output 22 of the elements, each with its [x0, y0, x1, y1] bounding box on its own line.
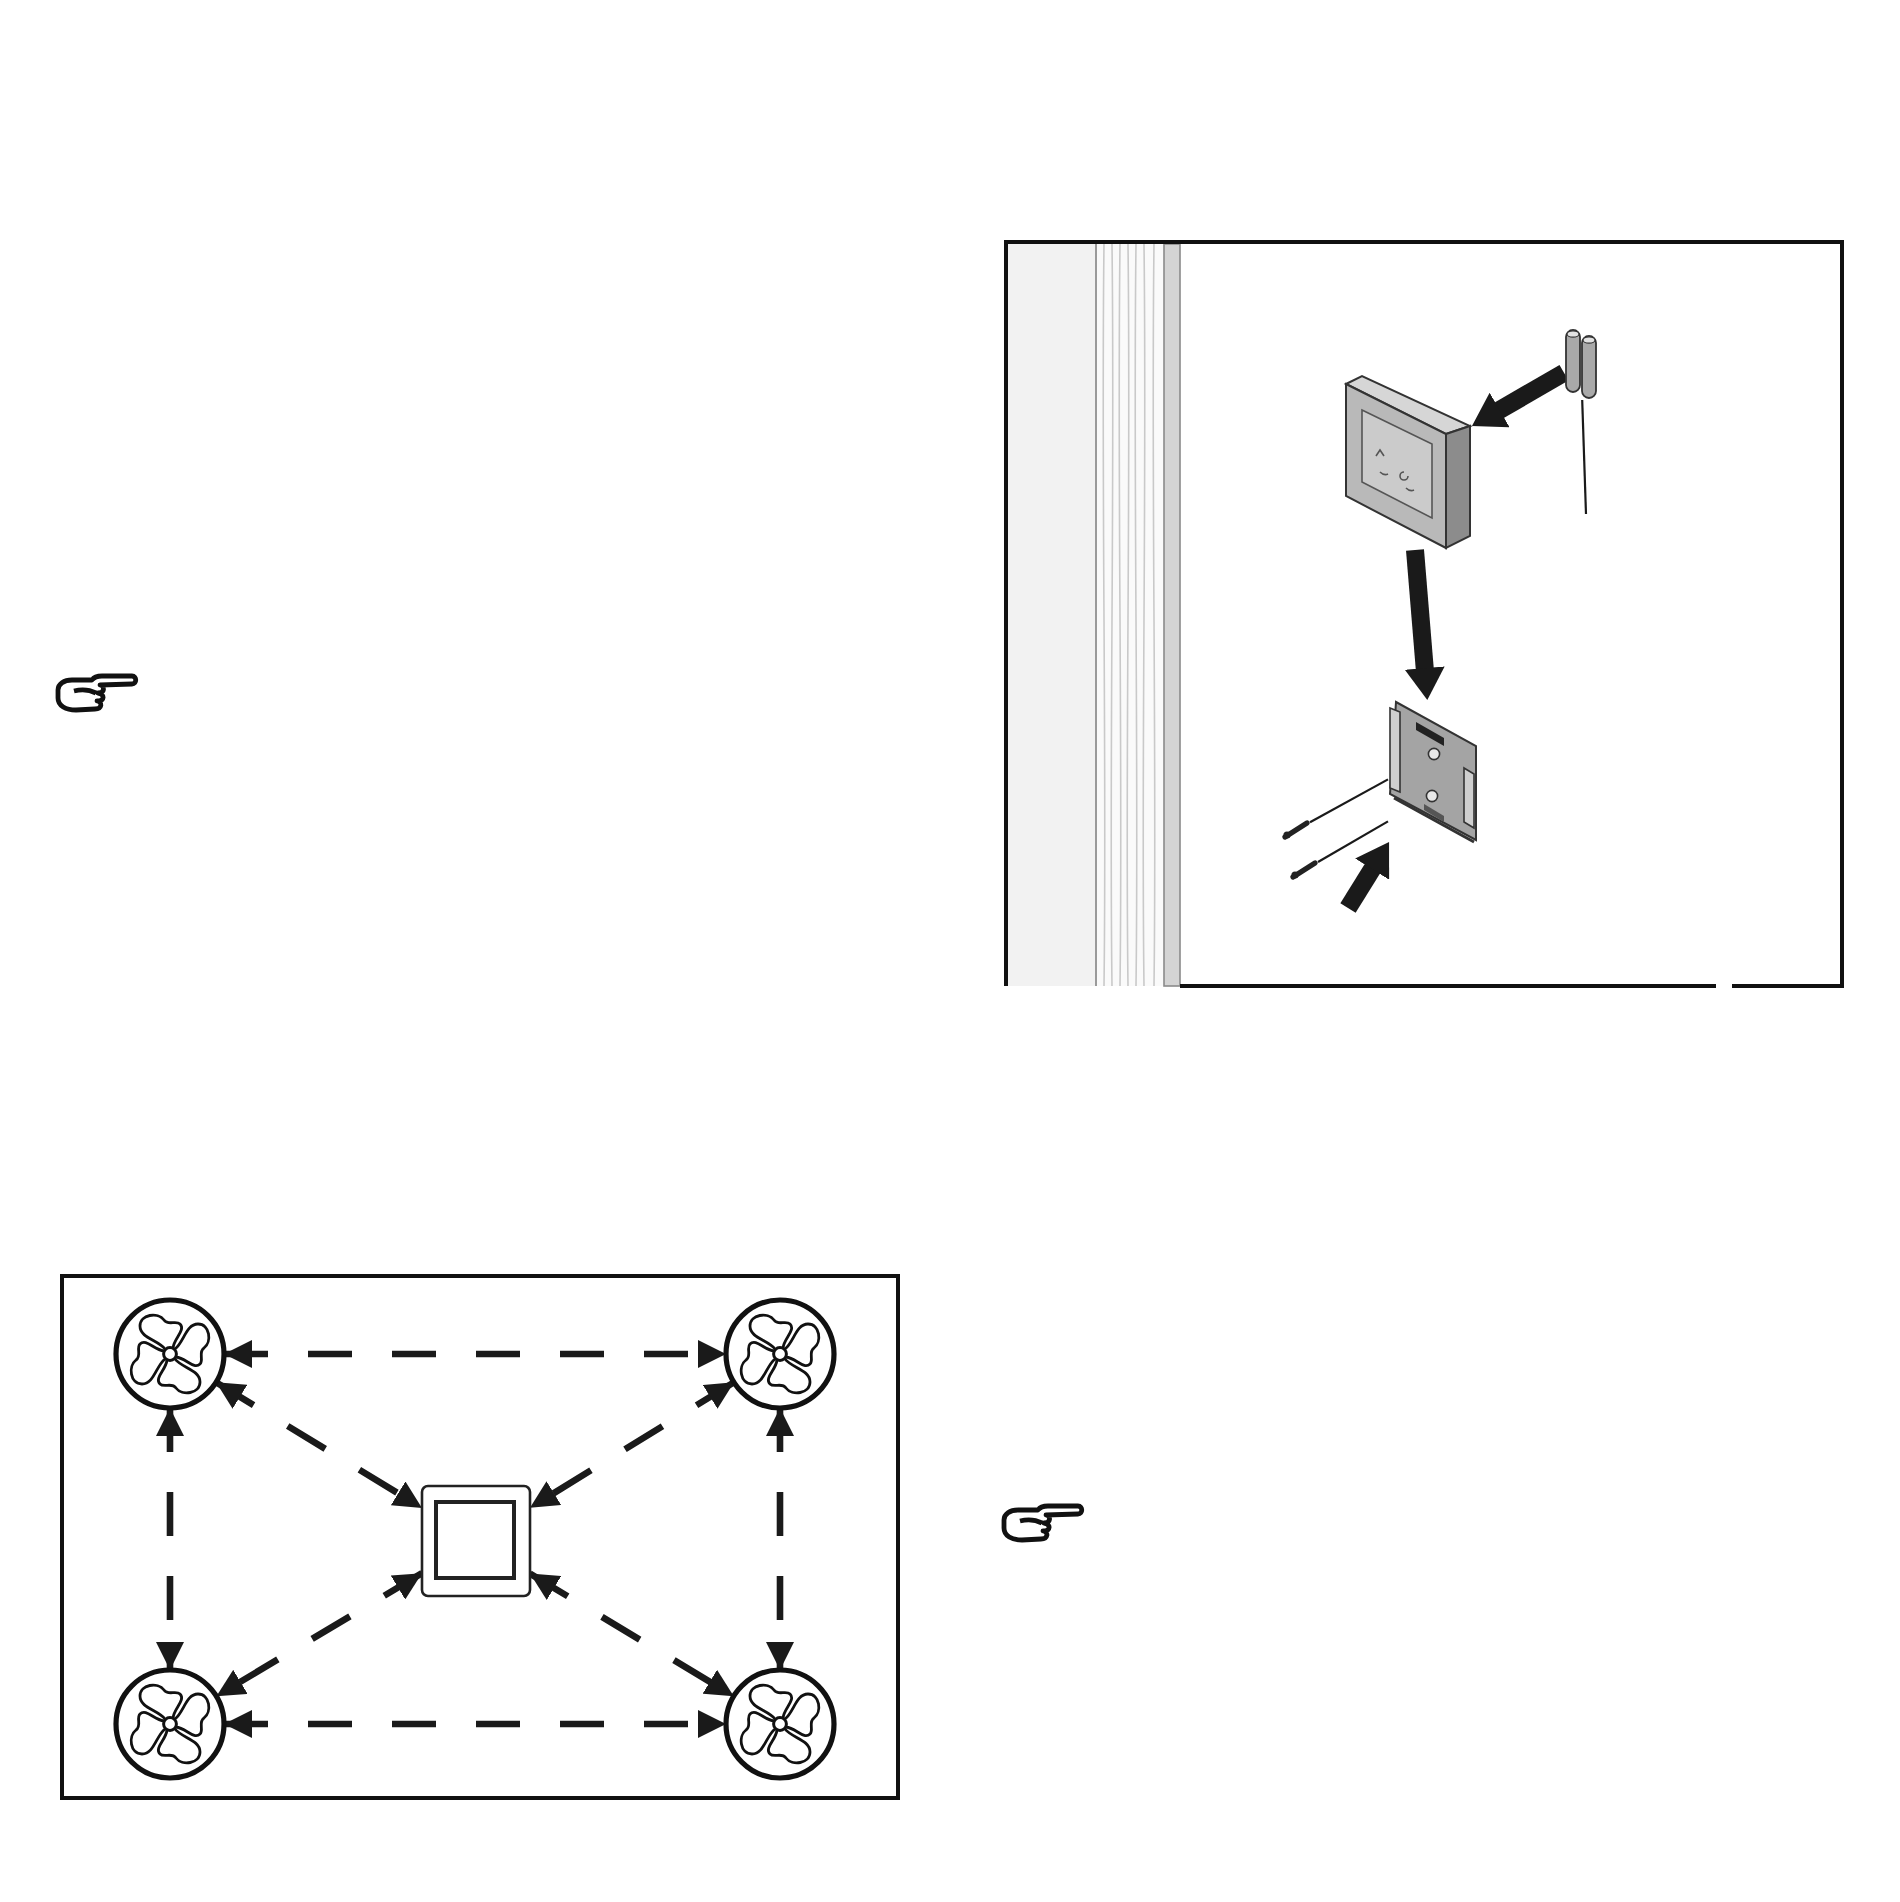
control-panel-box [420, 1484, 532, 1598]
dashed-arrow [224, 1340, 726, 1368]
control-unit-drawing [1343, 374, 1473, 550]
mounting-plate-drawing [1388, 700, 1477, 844]
dashed-arrow [224, 1710, 726, 1738]
guide-line [1317, 820, 1389, 863]
leader-line [1581, 399, 1588, 515]
block-arrow [1404, 549, 1445, 700]
fan-icon [723, 1667, 837, 1781]
fan-icon [723, 1297, 837, 1411]
dashed-arrow [214, 1379, 424, 1511]
screw-drawing [1282, 820, 1310, 840]
block-arrow [1340, 842, 1390, 913]
screw-drawing [1290, 860, 1318, 880]
block-arrow [1471, 365, 1569, 428]
guide-line [1309, 778, 1389, 824]
dashed-arrow [528, 1379, 736, 1511]
dashed-arrow [214, 1570, 424, 1700]
fan-icon [113, 1667, 227, 1781]
fan-icon [113, 1297, 227, 1411]
dashed-arrow [528, 1570, 736, 1700]
batteries-drawing [1565, 329, 1597, 399]
